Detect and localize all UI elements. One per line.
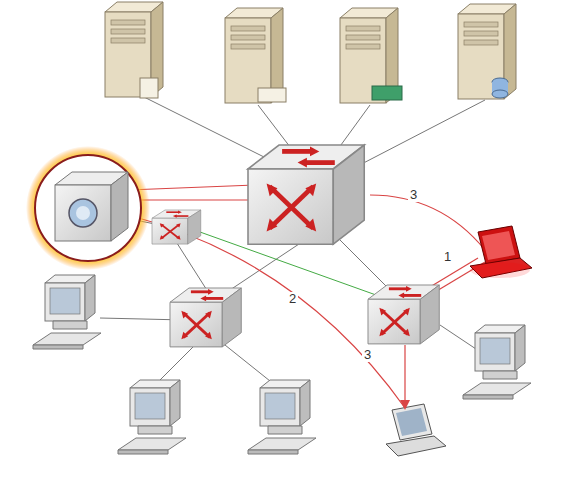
callout-number: 2	[287, 292, 298, 306]
callout-number: 3	[362, 348, 373, 362]
callout-number: 1	[442, 250, 453, 264]
callout-number: 3	[408, 188, 419, 202]
